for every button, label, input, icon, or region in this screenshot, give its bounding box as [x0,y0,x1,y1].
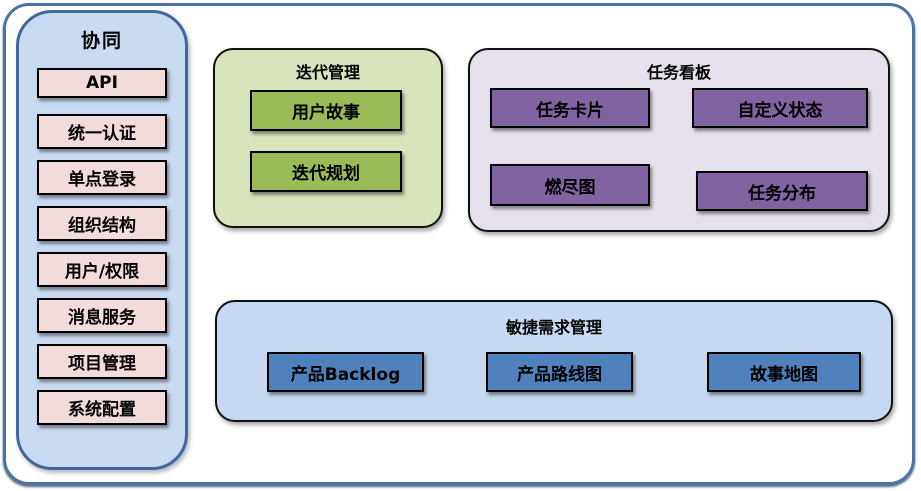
item-task-distribution: 任务分布 [696,171,868,211]
task-board-panel: 任务看板 任务卡片 自定义状态 燃尽图 任务分布 [468,48,890,232]
item-burndown-chart: 燃尽图 [490,164,650,206]
item-custom-status: 自定义状态 [692,88,868,128]
sidebar-item-sso: 单点登录 [37,160,167,195]
iteration-management-panel: 迭代管理 用户故事 迭代规划 [213,48,443,228]
item-iteration-planning: 迭代规划 [250,151,402,192]
sidebar-item-api: API [37,68,167,98]
kanban-panel-title: 任务看板 [646,63,711,82]
collaboration-sidebar: 协同 API 统一认证 单点登录 组织结构 用户/权限 消息服务 项目管理 系统… [16,10,188,470]
agile-requirements-panel: 敏捷需求管理 产品Backlog 产品路线图 故事地图 [215,300,893,422]
item-task-card: 任务卡片 [490,88,650,128]
iteration-panel-title: 迭代管理 [295,63,360,82]
sidebar-item-message-service: 消息服务 [37,298,167,333]
sidebar-item-user-permission: 用户/权限 [37,252,167,287]
item-product-roadmap: 产品路线图 [486,352,633,392]
item-story-map: 故事地图 [707,352,861,392]
sidebar-item-unified-auth: 统一认证 [37,114,167,149]
item-user-story: 用户故事 [250,90,402,131]
agile-panel-title: 敏捷需求管理 [505,318,602,337]
item-product-backlog: 产品Backlog [267,352,424,392]
sidebar-item-project-management: 项目管理 [37,344,167,379]
sidebar-title: 协同 [80,30,123,52]
sidebar-item-system-config: 系统配置 [37,390,167,425]
sidebar-item-org-structure: 组织结构 [37,206,167,241]
